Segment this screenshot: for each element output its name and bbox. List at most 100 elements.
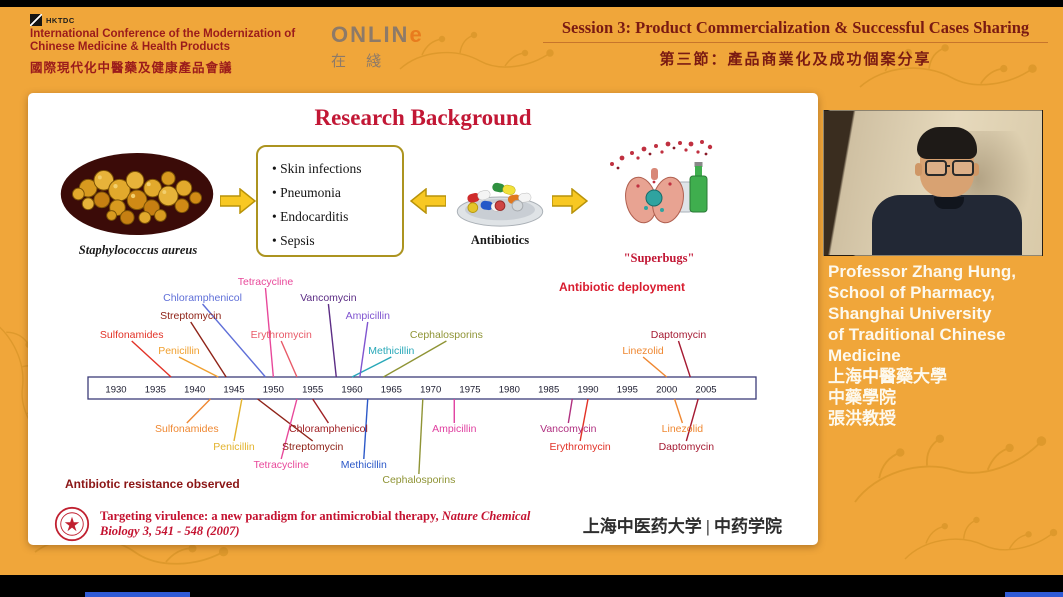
arrow-left-icon xyxy=(410,188,446,214)
slide-title: Research Background xyxy=(314,105,532,130)
superbugs-caption: "Superbugs" xyxy=(623,251,695,265)
resistance-label: Chloramphenicol xyxy=(289,423,368,435)
deployment-line xyxy=(202,303,266,378)
resistance-line xyxy=(363,398,369,460)
timeline-tick-label: 1935 xyxy=(145,385,166,396)
resistance-label: Tetracycline xyxy=(253,459,309,471)
speaker-caption: Professor Zhang Hung, School of Pharmacy… xyxy=(828,261,1060,429)
online-logo: ONLINe 在 綫 xyxy=(331,22,424,71)
timeline-tick-label: 1960 xyxy=(341,385,362,396)
timeline-tick-label: 1945 xyxy=(223,385,244,396)
webinar-stage: HKTDC International Conference of the Mo… xyxy=(0,7,1063,575)
resistance-line xyxy=(567,398,573,424)
timeline-tick-label: 1955 xyxy=(302,385,323,396)
speaker-hair xyxy=(917,127,977,159)
resistance-label: Daptomycin xyxy=(659,441,715,453)
session-title-en: Session 3: Product Commercialization & S… xyxy=(543,18,1048,43)
deployment-label: Streptomycin xyxy=(160,310,221,322)
list-item: Endocarditis xyxy=(272,205,402,229)
antibiotics-image xyxy=(456,182,544,227)
slide-footer: Targeting virulence: a new paradigm for … xyxy=(54,505,796,543)
resistance-line xyxy=(257,398,314,442)
online-logo-text: ONLIN xyxy=(331,22,410,47)
staphylococcus-image xyxy=(60,152,214,236)
resistance-label: Streptomycin xyxy=(282,441,343,453)
deployment-label: Chloramphenicol xyxy=(163,292,242,304)
deployment-label: Methicillin xyxy=(368,345,414,357)
resistance-line xyxy=(186,398,211,424)
online-logo-e: e xyxy=(409,22,424,47)
speaker-head xyxy=(915,127,979,197)
deployment-label: Erythromycin xyxy=(251,329,312,341)
resistance-line xyxy=(579,398,589,442)
speaker-video-feed xyxy=(823,110,1043,256)
speaker-collar xyxy=(934,197,964,209)
speaker-line-zh: 張洪教授 xyxy=(828,409,896,428)
timeline-chart: 1930 1935 1940 1945 1950 1955 1960 1965 1970 1975… xyxy=(65,276,757,491)
deployment-line xyxy=(178,356,219,378)
resistance-label: Erythromycin xyxy=(550,441,611,453)
deployment-line xyxy=(359,321,369,378)
timeline-tick-label: 1995 xyxy=(617,385,638,396)
bottom-letterbox-bar xyxy=(0,575,1063,597)
affiliation: 上海中医药大学 | 中药学院 xyxy=(582,516,782,536)
speaker-line-zh: 中藥學院 xyxy=(828,388,896,407)
resistance-line xyxy=(673,398,684,424)
timeline-tick-label: 1930 xyxy=(105,385,126,396)
timeline-axis-box xyxy=(87,376,757,400)
deployment-line xyxy=(677,340,691,378)
superbugs-image xyxy=(610,140,713,224)
deployment-line xyxy=(351,356,392,378)
session-header: Session 3: Product Commercialization & S… xyxy=(543,18,1048,69)
speaker-line: Professor Zhang Hung, xyxy=(828,262,1016,281)
timeline-tick-label: 1975 xyxy=(459,385,480,396)
deployment-line xyxy=(280,340,298,378)
online-logo-chinese: 在 綫 xyxy=(331,53,390,70)
speaker-line: Medicine xyxy=(828,346,901,365)
bottom-bar-accent-right xyxy=(1005,592,1063,597)
resistance-label: Penicillin xyxy=(213,441,255,453)
resistance-label: Vancomycin xyxy=(540,423,597,435)
timeline-tick-label: 1950 xyxy=(263,385,284,396)
arrow-right-icon xyxy=(552,188,588,214)
speaker-glasses xyxy=(925,160,974,176)
deployment-label: Cephalosporins xyxy=(410,329,483,341)
session-title-zh: 第三節：產品商業化及成功個案分享 xyxy=(659,52,932,68)
resistance-title: Antibiotic resistance observed xyxy=(65,477,240,491)
resistance-line xyxy=(418,398,424,475)
antibiotics-caption: Antibiotics xyxy=(470,233,530,247)
infections-list-box: Skin infections Pneumonia Endocarditis S… xyxy=(256,145,404,257)
speaker-line: School of Pharmacy, xyxy=(828,283,995,302)
timeline-tick-label: 1970 xyxy=(420,385,441,396)
presentation-slide: Research Background xyxy=(28,93,818,545)
hktdc-logo-label: HKTDC xyxy=(46,15,75,25)
arrow-right-icon xyxy=(220,188,256,214)
deployment-title: Antibiotic deployment xyxy=(559,280,685,294)
citation: Targeting virulence: a new paradigm for … xyxy=(100,509,573,539)
deployment-line xyxy=(131,340,172,378)
deployment-line xyxy=(327,303,337,378)
deployment-label: Penicillin xyxy=(158,345,200,357)
timeline-tick-label: 1985 xyxy=(538,385,559,396)
timeline-tick-label: 1990 xyxy=(577,385,598,396)
deployment-label: Ampicillin xyxy=(346,310,391,322)
resistance-label: Sulfonamides xyxy=(155,423,219,435)
deployment-label: Daptomycin xyxy=(651,329,707,341)
deployment-label: Tetracycline xyxy=(238,276,294,288)
timeline-tick-label: 2000 xyxy=(656,385,677,396)
bottom-bar-accent-left xyxy=(85,592,190,597)
conference-title-line1: International Conference of the Moderniz… xyxy=(30,28,296,40)
speaker-line-zh: 上海中醫藥大學 xyxy=(828,367,947,386)
deployment-label: Vancomycin xyxy=(300,292,357,304)
deployment-line xyxy=(190,321,227,378)
timeline-tick-label: 1965 xyxy=(381,385,402,396)
list-item: Pneumonia xyxy=(272,181,402,205)
conference-title-chinese: 國際現代化中醫藥及健康產品會議 xyxy=(30,61,233,75)
timeline-tick-label: 1940 xyxy=(184,385,205,396)
citation-journal: Nature Chemical Biology 3, 541 - 548 (20… xyxy=(100,509,531,538)
deployment-line xyxy=(264,287,275,378)
resistance-label: Cephalosporins xyxy=(382,474,455,486)
list-item: Skin infections xyxy=(272,157,402,181)
resistance-label: Methicillin xyxy=(341,459,387,471)
timeline-tick-label: 2005 xyxy=(695,385,716,396)
